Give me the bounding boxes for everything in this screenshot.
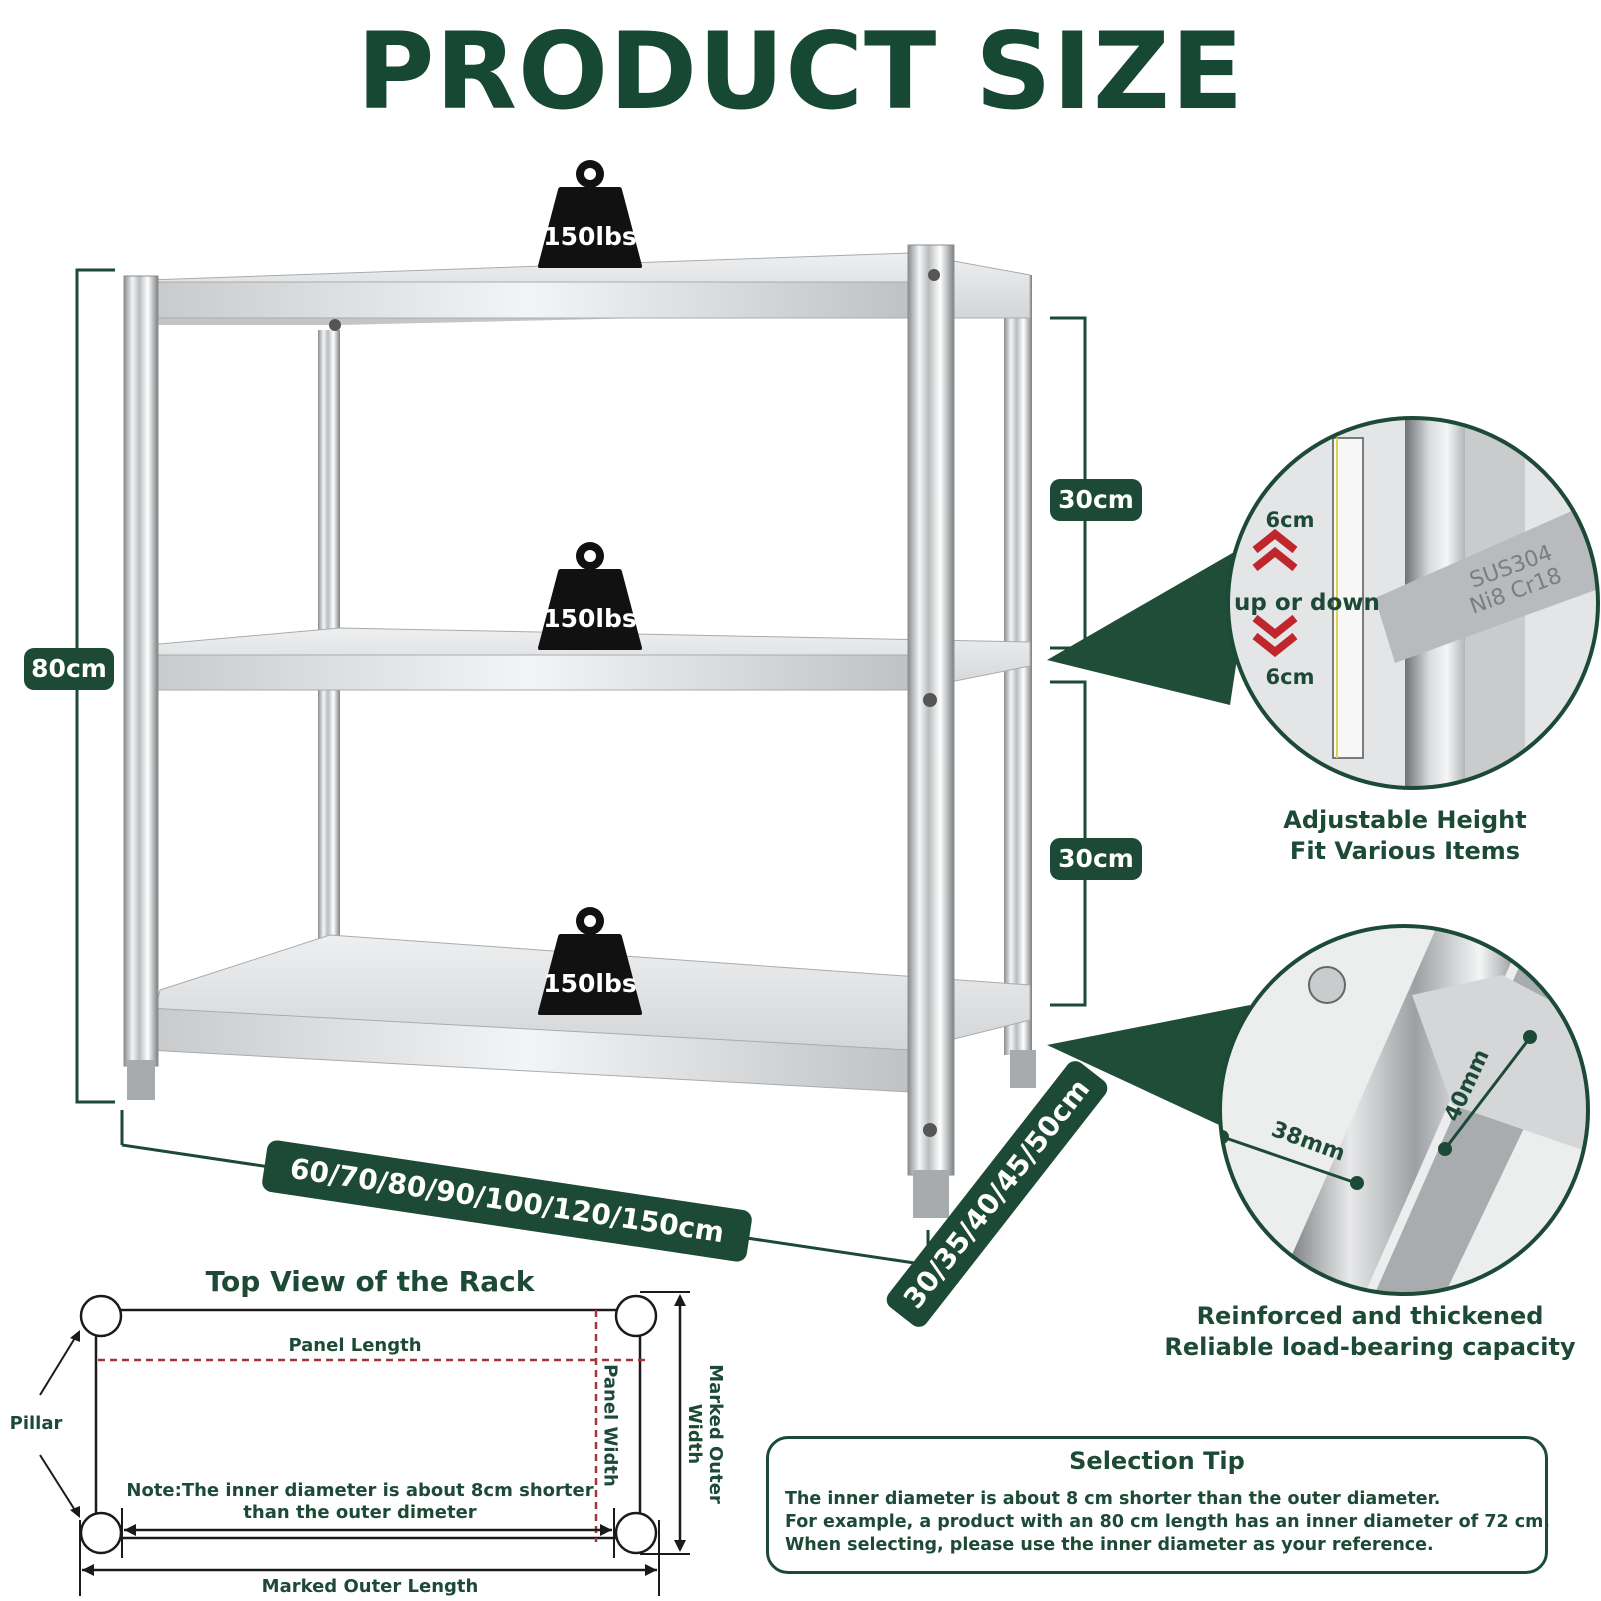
- callout-wedge-bottom: [1047, 1005, 1250, 1130]
- callout-wedge-top: [1047, 540, 1255, 705]
- panel-length-label: Panel Length: [288, 1335, 422, 1356]
- pillar-label: Pillar: [9, 1413, 63, 1434]
- panel-width-label: Panel Width: [599, 1364, 621, 1487]
- selection-tip-line1: The inner diameter is about 8 cm shorter…: [785, 1489, 1441, 1509]
- screw: [329, 319, 341, 331]
- down-value: 6cm: [1265, 665, 1315, 689]
- adjust-caption-line2: Fit Various Items: [1289, 837, 1521, 865]
- note-line2: than the outer dimeter: [243, 1502, 477, 1523]
- back-right-foot: [1010, 1050, 1036, 1088]
- pillar-bottom-right: [614, 1511, 658, 1555]
- weight-icon: [538, 160, 642, 268]
- up-arrow-icon: [1252, 528, 1298, 572]
- page-title: PRODUCT SIZE: [356, 10, 1245, 133]
- front-right-foot: [913, 1170, 949, 1218]
- screw: [928, 269, 940, 281]
- selection-tip-title: Selection Tip: [1069, 1447, 1245, 1475]
- pillar-top-left: [79, 1294, 123, 1338]
- pillar-bottom-left: [79, 1511, 123, 1555]
- weight-label: 150lbs: [543, 969, 637, 998]
- weight-icon-middle: 150lbs: [535, 540, 645, 650]
- top-shelf-front: [147, 281, 911, 319]
- screw: [923, 1123, 937, 1137]
- up-value: 6cm: [1265, 508, 1315, 532]
- tube-caption-line2: Reliable load-bearing capacity: [1164, 1333, 1576, 1361]
- selection-tip-line3: When selecting, please use the inner dia…: [785, 1535, 1434, 1555]
- front-left-foot: [127, 1060, 155, 1100]
- screw: [923, 693, 937, 707]
- shelf-gap-top-dimension: 30cm: [1050, 479, 1142, 521]
- tube-caption-line1: Reinforced and thickened: [1196, 1302, 1544, 1330]
- down-arrow-icon: [1252, 614, 1298, 658]
- weight-icon: [538, 542, 642, 650]
- marked-outer-width-label: Marked Outer Width: [684, 1364, 726, 1504]
- shelf-gap-bottom-dimension: 30cm: [1050, 838, 1142, 880]
- adjust-middle-label: up or down: [1234, 590, 1380, 616]
- height-dimension: 80cm: [24, 648, 114, 690]
- weight-label: 150lbs: [543, 222, 637, 251]
- weight-icon-bottom: 150lbs: [535, 905, 645, 1015]
- marked-outer-length-label: Marked Outer Length: [261, 1576, 479, 1597]
- weight-label: 150lbs: [543, 604, 637, 633]
- weight-icon-top: 150lbs: [535, 158, 645, 268]
- tube-detail-circle: 38mm 40mm: [1218, 924, 1590, 1296]
- selection-tip-box: Selection Tip The inner diameter is abou…: [766, 1436, 1551, 1574]
- middle-shelf-front: [147, 654, 911, 691]
- pillar-top-right: [614, 1294, 658, 1338]
- adjust-detail-circle: SUS304 Ni8 Cr18: [1226, 416, 1600, 790]
- top-view-heading: Top View of the Rack: [205, 1265, 535, 1298]
- weight-icon: [538, 907, 642, 1015]
- front-right-pole: [907, 244, 955, 1176]
- adjust-caption-line1: Adjustable Height: [1283, 806, 1527, 834]
- selection-tip-line2: For example, a product with an 80 cm len…: [785, 1512, 1551, 1532]
- note-line1: Note:The inner diameter is about 8cm sho…: [126, 1480, 594, 1501]
- front-left-pole: [123, 275, 159, 1067]
